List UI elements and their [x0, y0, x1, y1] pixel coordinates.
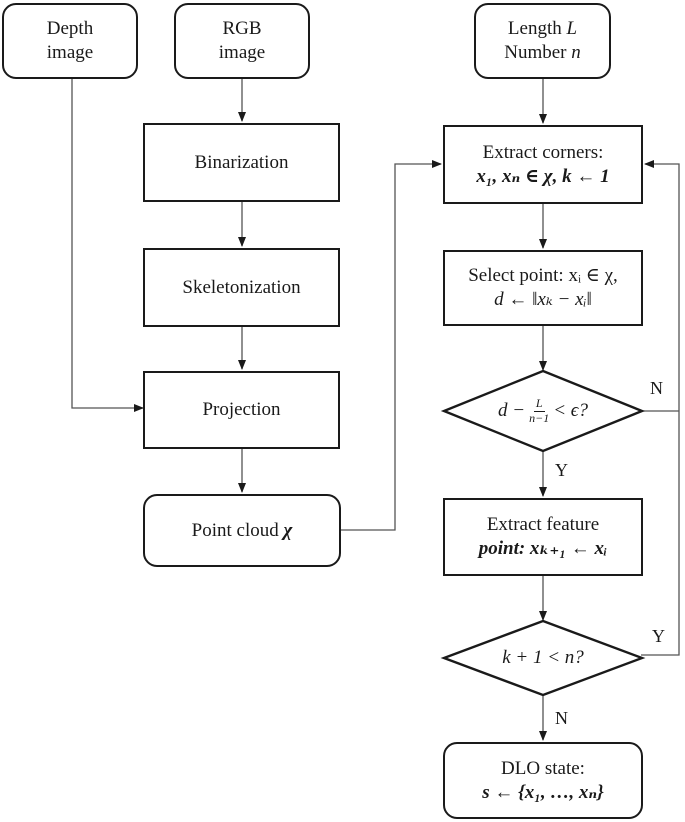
depth-image-line2: image — [46, 42, 94, 63]
decision-distance-right: < ϵ? — [553, 400, 588, 421]
decision-count-label: k + 1 < n? — [502, 647, 584, 668]
decision-fraction-numerator: L — [533, 396, 545, 412]
decision-distance-text: d − L n−1 < ϵ? — [444, 371, 642, 451]
length-symbol: L — [566, 18, 578, 40]
arrow-pointcloud-to-corners — [341, 160, 442, 531]
decision-diamond-count — [440, 619, 646, 697]
point-cloud-node: Point cloud χ — [143, 494, 341, 567]
edge-label-decision1-no: N — [650, 378, 663, 398]
binarization-label: Binarization — [194, 151, 289, 173]
edge-label-decision2-yes: Y — [652, 626, 665, 646]
projection-node: Projection — [143, 371, 340, 449]
rgb-image-line2: image — [218, 42, 266, 63]
extract-corners-line2: x₁, xₙ ∈ χ, k ← 1 — [476, 165, 610, 187]
extract-feature-node: Extract feature point: xₖ₊₁ ← xᵢ — [443, 498, 643, 576]
decision-count-text: k + 1 < n? — [444, 621, 642, 695]
point-cloud-label: Point cloud — [191, 519, 284, 541]
depth-image-node: Depth image — [2, 3, 138, 79]
skeletonization-label: Skeletonization — [182, 276, 301, 298]
extract-corners-node: Extract corners: x₁, xₙ ∈ χ, k ← 1 — [443, 125, 643, 204]
number-label: Number — [504, 42, 572, 63]
select-point-node: Select point: xᵢ ∈ χ, d ← ‖xₖ − xᵢ‖ — [443, 250, 643, 326]
length-label: Length — [507, 18, 567, 40]
decision-distance-left: d − — [498, 400, 526, 421]
rgb-image-node: RGB image — [174, 3, 310, 79]
edge-label-decision2-no: N — [555, 708, 568, 728]
arrow-decision2-yes-loop — [641, 160, 680, 656]
dlo-state-line2: s ← {x₁, …, xₙ} — [482, 781, 604, 803]
extract-feature-line2: point: xₖ₊₁ ← xᵢ — [478, 538, 608, 559]
extract-corners-line1: Extract corners: — [482, 141, 604, 163]
edge-label-decision1-yes: Y — [555, 460, 568, 480]
dlo-state-node: DLO state: s ← {x₁, …, xₙ} — [443, 742, 643, 819]
number-symbol: n — [571, 42, 581, 63]
extract-feature-line1: Extract feature — [486, 514, 600, 536]
arrow-depth-to-projection — [71, 79, 144, 412]
decision-fraction-denominator: n−1 — [529, 410, 550, 425]
dlo-state-line1: DLO state: — [501, 757, 585, 779]
point-cloud-symbol: χ — [283, 519, 293, 541]
projection-label: Projection — [202, 399, 281, 421]
select-point-line2: d ← ‖xₖ − xᵢ‖ — [494, 289, 592, 310]
skeletonization-node: Skeletonization — [143, 248, 340, 327]
rgb-image-line1: RGB — [222, 18, 262, 40]
length-number-node: Length L Number n — [474, 3, 611, 79]
depth-image-line1: Depth — [46, 18, 94, 40]
select-point-line1: Select point: xᵢ ∈ χ, — [468, 265, 618, 287]
binarization-node: Binarization — [143, 123, 340, 202]
